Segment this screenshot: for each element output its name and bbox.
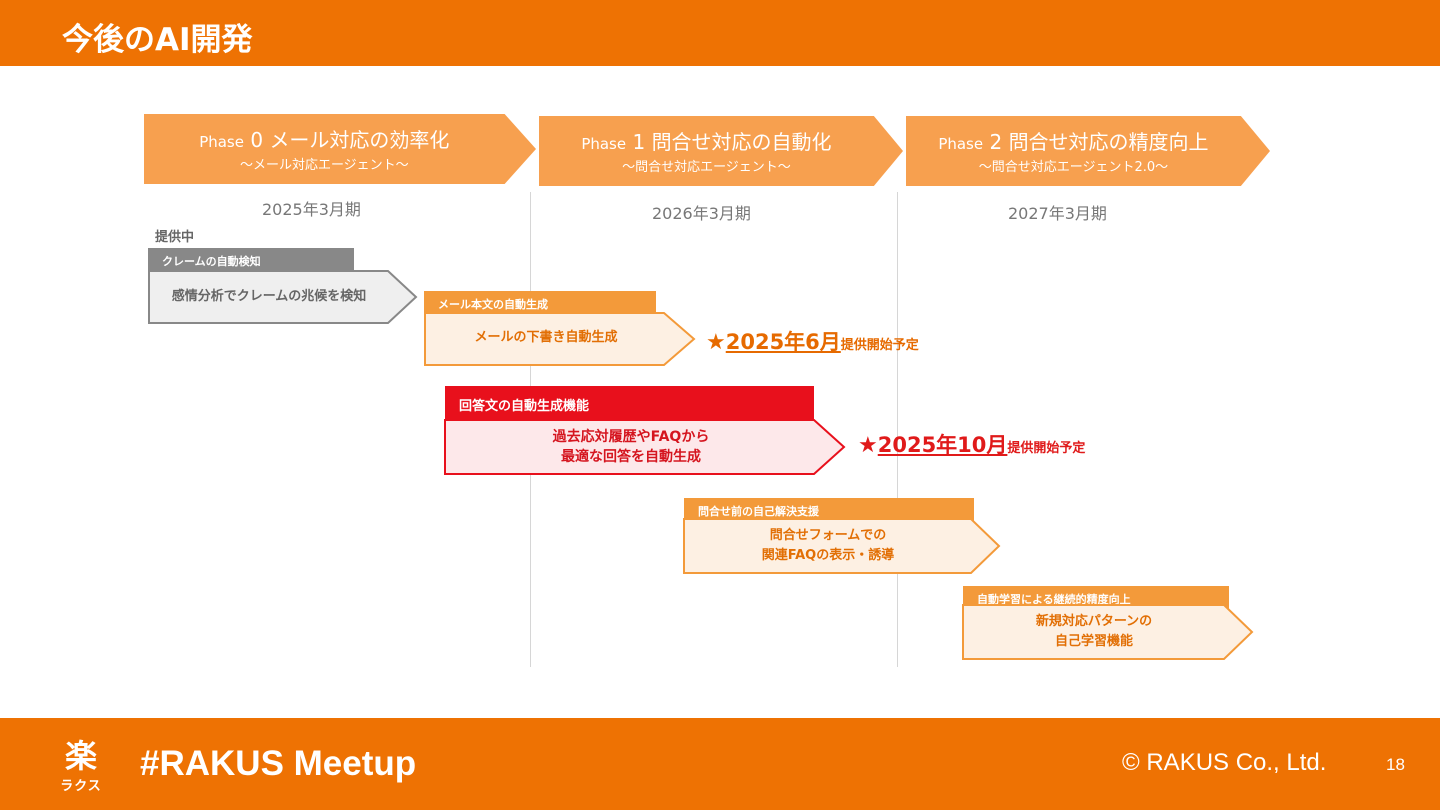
phase-1-subtitle: 〜問合せ対応エージェント〜 bbox=[622, 160, 791, 175]
release-date: 2025年6月 bbox=[725, 330, 841, 354]
phase-1-title: Phase 1 問合せ対応の自動化 bbox=[539, 126, 874, 155]
phase-divider-2 bbox=[897, 192, 898, 667]
feature-card-shape bbox=[683, 518, 1001, 574]
phase-1-fiscal-year: 2026年3月期 bbox=[652, 204, 751, 223]
phase-0-name: メール対応の効率化 bbox=[269, 128, 450, 152]
phase-0-fiscal-year: 2025年3月期 bbox=[262, 200, 361, 219]
phase-2-fiscal-year: 2027年3月期 bbox=[1008, 204, 1107, 223]
phase-0-title: Phase 0 メール対応の効率化 bbox=[144, 124, 505, 153]
status-label: 提供中 bbox=[155, 230, 195, 245]
phase-0-number: 0 bbox=[250, 128, 264, 152]
feature-line: 過去応対履歴やFAQから bbox=[552, 429, 710, 445]
feature-card: 感情分析でクレームの兆候を検知 bbox=[148, 270, 418, 324]
feature-card-text: 感情分析でクレームの兆候を検知 bbox=[148, 287, 390, 307]
star-icon: ★ bbox=[706, 330, 726, 355]
release-date: 2025年10月 bbox=[877, 433, 1008, 457]
feature-line: 関連FAQの表示・誘導 bbox=[761, 548, 895, 563]
feature-card-shape bbox=[148, 270, 418, 324]
phase-0-banner: Phase 0 メール対応の効率化 〜メール対応エージェント〜 bbox=[144, 114, 536, 184]
feature-line: 感情分析でクレームの兆候を検知 bbox=[171, 289, 367, 304]
feature-card-text: メールの下書き自動生成 bbox=[424, 328, 668, 348]
phase-2-number: 2 bbox=[989, 130, 1003, 154]
footer-bar: 楽 ラクス #RAKUS Meetup © RAKUS Co., Ltd. 18 bbox=[0, 718, 1440, 810]
release-suffix: 提供開始予定 bbox=[1007, 441, 1086, 456]
feature-tab: 問合せ前の自己解決支援 bbox=[684, 498, 974, 521]
phase-1-prefix: Phase bbox=[581, 135, 627, 153]
slide-title: 今後のAI開発 bbox=[62, 22, 253, 58]
rakus-logo: 楽 ラクス bbox=[56, 738, 106, 796]
feature-line: 自己学習機能 bbox=[1054, 634, 1133, 649]
release-suffix: 提供開始予定 bbox=[840, 338, 919, 353]
logo-kanji: 楽 bbox=[64, 737, 97, 775]
release-note-june: ★2025年6月提供開始予定 bbox=[706, 326, 919, 356]
page-number: 18 bbox=[1386, 755, 1405, 774]
phase-2-name: 問合せ対応の精度向上 bbox=[1008, 130, 1209, 154]
phase-2-title: Phase 2 問合せ対応の精度向上 bbox=[906, 126, 1241, 155]
feature-card-shape bbox=[962, 604, 1254, 660]
phase-2-banner: Phase 2 問合せ対応の精度向上 〜問合せ対応エージェント2.0〜 bbox=[906, 116, 1270, 186]
feature-tab: 自動学習による継続的精度向上 bbox=[963, 586, 1229, 609]
feature-card-shape bbox=[444, 419, 846, 475]
feature-line: 最適な回答を自動生成 bbox=[561, 449, 701, 465]
phase-1-banner: Phase 1 問合せ対応の自動化 〜問合せ対応エージェント〜 bbox=[539, 116, 903, 186]
feature-tab: クレームの自動検知 bbox=[148, 248, 354, 271]
phase-0-prefix: Phase bbox=[199, 133, 244, 151]
star-icon: ★ bbox=[858, 433, 878, 458]
feature-card: 問合せフォームでの 関連FAQの表示・誘導 bbox=[683, 518, 1001, 574]
header-bar: 今後のAI開発 bbox=[0, 0, 1440, 66]
feature-card: 過去応対履歴やFAQから 最適な回答を自動生成 bbox=[444, 419, 846, 475]
feature-tab: 回答文の自動生成機能 bbox=[445, 386, 814, 419]
release-note-october: ★2025年10月提供開始予定 bbox=[858, 429, 1085, 459]
phase-0-subtitle: 〜メール対応エージェント〜 bbox=[239, 158, 409, 173]
logo-kana: ラクス bbox=[60, 779, 102, 794]
feature-card-text: 過去応対履歴やFAQから 最適な回答を自動生成 bbox=[444, 427, 818, 467]
feature-card-text: 問合せフォームでの 関連FAQの表示・誘導 bbox=[683, 526, 973, 566]
phase-1-name: 問合せ対応の自動化 bbox=[651, 130, 832, 154]
feature-card: メールの下書き自動生成 bbox=[424, 312, 696, 366]
event-hashtag: #RAKUS Meetup bbox=[140, 744, 417, 783]
copyright: © RAKUS Co., Ltd. bbox=[1122, 749, 1327, 776]
phase-2-prefix: Phase bbox=[938, 135, 984, 153]
feature-tab: メール本文の自動生成 bbox=[424, 291, 656, 314]
feature-card: 新規対応パターンの 自己学習機能 bbox=[962, 604, 1254, 660]
phase-1-number: 1 bbox=[632, 130, 646, 154]
feature-card-shape bbox=[424, 312, 696, 366]
feature-line: 問合せフォームでの bbox=[769, 528, 887, 543]
phase-2-subtitle: 〜問合せ対応エージェント2.0〜 bbox=[978, 160, 1169, 175]
feature-line: メールの下書き自動生成 bbox=[474, 330, 618, 345]
feature-card-text: 新規対応パターンの 自己学習機能 bbox=[962, 612, 1226, 652]
feature-line: 新規対応パターンの bbox=[1035, 614, 1153, 629]
